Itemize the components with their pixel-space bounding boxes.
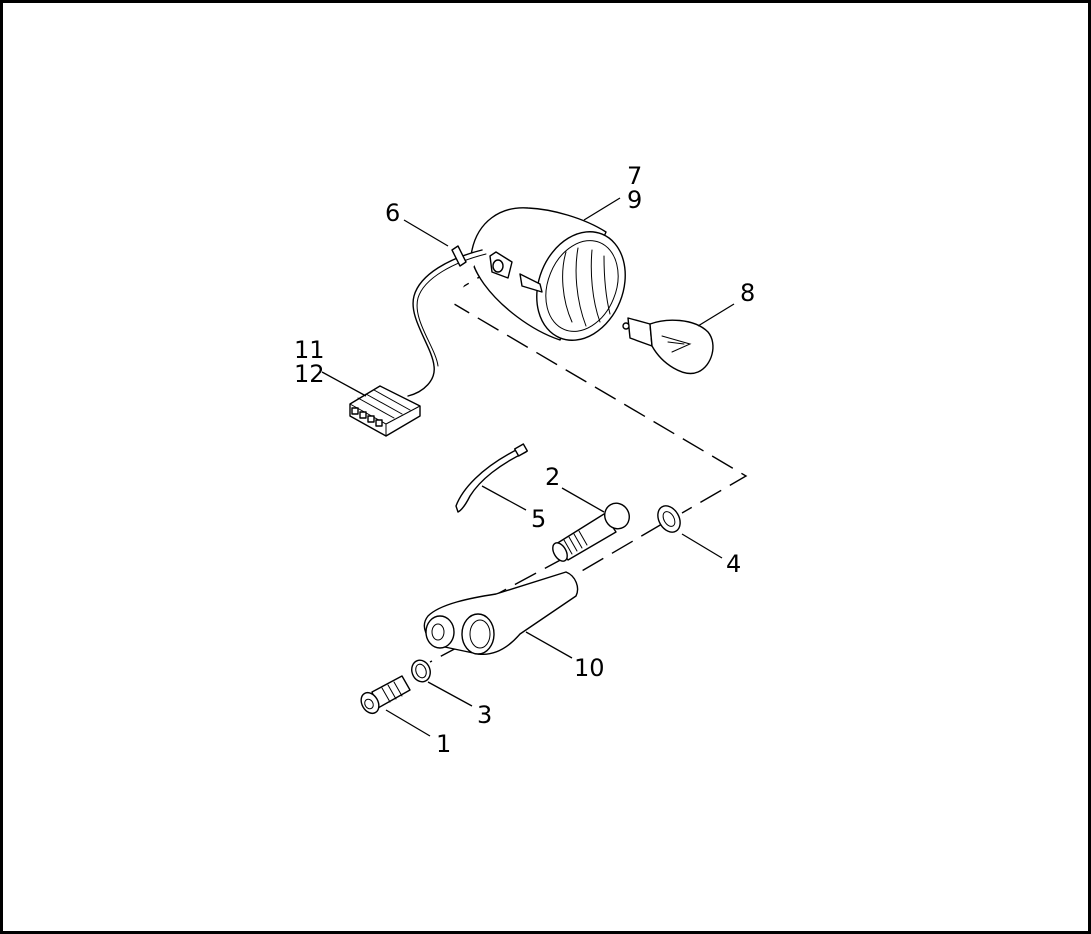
callout-12: 12 [294,360,325,388]
leader-6 [403,219,449,247]
callout-5: 5 [531,505,546,533]
callout-1: 1 [436,730,451,758]
leader-2 [561,487,605,513]
callout-8: 8 [740,279,755,307]
callout-2: 2 [545,463,560,491]
long-bolt [552,502,630,562]
leader-4 [681,533,723,559]
connector [349,385,421,437]
callout-7: 7 [627,162,642,190]
callout-11: 11 [294,336,325,364]
leader-5 [481,485,527,511]
wire-and-clip [407,245,487,397]
cable-strap [455,443,529,513]
callout-6: 6 [385,199,400,227]
leader-10 [525,631,573,659]
callout-3: 3 [477,701,492,729]
callout-4: 4 [726,550,741,578]
socket-screw [360,675,411,715]
callout-9: 9 [627,186,642,214]
lock-washer [657,505,681,533]
washer [411,659,431,683]
bulb [622,317,714,375]
leader-8 [697,303,735,327]
leader-3 [427,681,473,707]
leader-11-12 [321,371,367,397]
assembly-centerline [429,265,748,663]
leader-1 [385,709,431,737]
callout-10: 10 [574,654,605,682]
leader-7-9 [583,197,621,221]
mounting-bracket [423,571,579,655]
turn-signal-housing [470,207,626,341]
